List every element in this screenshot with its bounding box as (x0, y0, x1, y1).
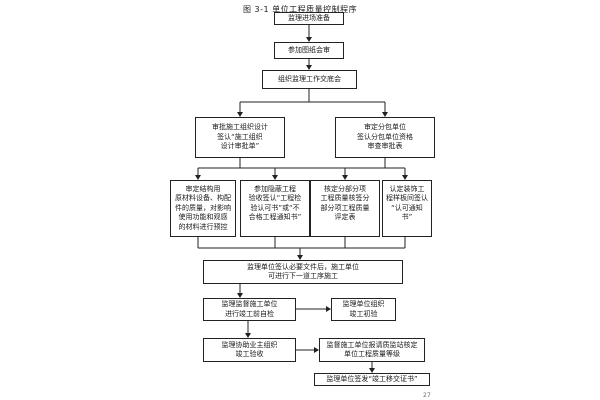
node-quality-grade-review: 监督施工单位报请质监站核定 单位工程质量等级 (319, 338, 425, 362)
arrowhead (342, 175, 348, 180)
node-decoration-sample: 认定装饰工 程样板间签认 “认可通知书” (382, 180, 432, 237)
node-entry-prep: 监理进场准备 (274, 12, 344, 25)
arrowhead (306, 65, 312, 70)
node-sign-docs-next: 监理单位签认必要文件后，施工单位 可进行下一道工序施工 (203, 260, 403, 284)
node-subcontractor-review: 审定分包单位 签认分包单位资格 审查审批表 (335, 117, 435, 158)
node-division-quality: 核定分部分项 工程质量核签分 部分项工程质量 评定表 (310, 180, 380, 237)
node-supervision-briefing: 组织监理工作交底会 (262, 70, 357, 89)
node-issue-certificate: 监理单位签发“竣工移交证书” (314, 373, 430, 386)
arrowhead (402, 175, 408, 180)
arrowhead (382, 112, 388, 117)
arrowhead (326, 306, 331, 312)
page-number: 27 (423, 392, 431, 399)
arrowhead (314, 347, 319, 353)
arrowhead (237, 293, 243, 298)
node-completion-preacceptance: 监理单位组织 竣工初验 (331, 298, 396, 321)
node-self-inspection: 监理监督施工单位 进行竣工前自检 (203, 298, 296, 321)
figure-caption: 图 3-1 单位工程质量控制程序 (243, 5, 358, 14)
node-approve-org-design: 审批施工组织设计 签认“施工组织 设计审批单” (195, 117, 285, 158)
node-assist-acceptance: 监理协助业主组织 竣工验收 (203, 338, 296, 362)
arrowhead (306, 37, 312, 42)
arrowhead (272, 175, 278, 180)
node-drawing-review: 参加图纸会审 (274, 42, 344, 59)
arrowhead (297, 255, 303, 260)
node-material-inspection: 审定结构用 原材料设备、构配 件的质量，对影响 使用功能和观感 的材料进行预控 (170, 180, 236, 237)
arrowhead (369, 368, 375, 373)
arrowhead (237, 112, 243, 117)
node-hidden-works: 参加隐蔽工程 验收签认“工程检 验认可书”或“不 合格工程通知书” (240, 180, 310, 237)
arrowhead (195, 175, 201, 180)
arrowhead (245, 333, 251, 338)
